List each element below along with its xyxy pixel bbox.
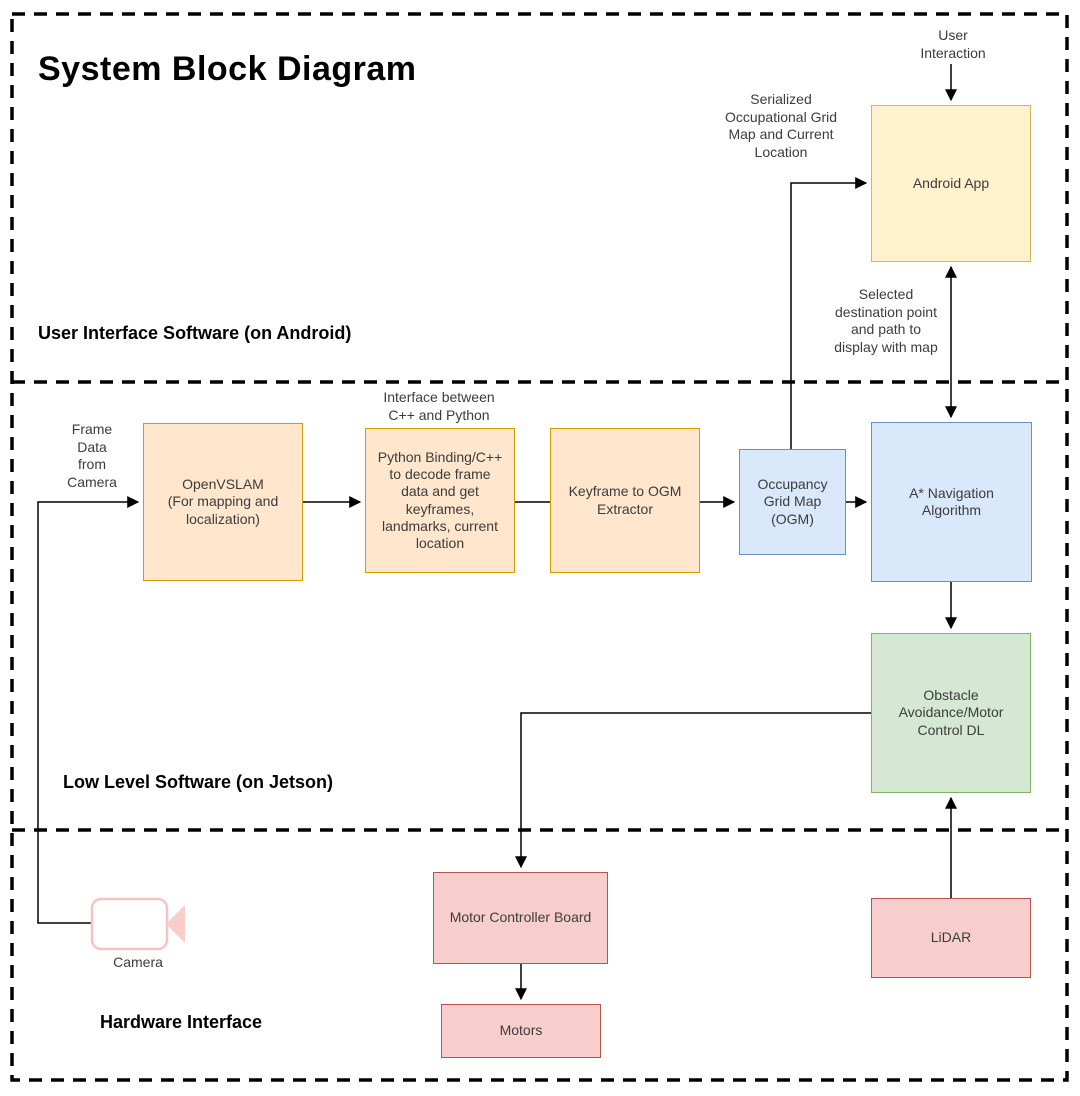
arrow-ogm-to-android-app: [790, 177, 868, 449]
block-python-binding: Python Binding/C++ to decode frame data …: [365, 428, 515, 573]
label-user-interaction: User Interaction: [920, 27, 986, 61]
block-obstacle-avoidance-motor-control: Obstacle Avoidance/Motor Control DL: [871, 633, 1031, 793]
block-astar-navigation-algorithm: A* Navigation Algorithm: [871, 422, 1032, 582]
block-keyframe-to-ogm-extractor: Keyframe to OGM Extractor: [550, 428, 700, 573]
section-label-ui-software: User Interface Software (on Android): [38, 323, 352, 343]
page-title: System Block Diagram: [38, 50, 417, 88]
label-camera: Camera: [113, 954, 163, 970]
block-openvslam: OpenVSLAM (For mapping and localization): [143, 423, 303, 581]
camera-icon: [90, 897, 185, 951]
block-motor-controller-board: Motor Controller Board: [433, 872, 608, 964]
arrow-obstacle-avoidance-to-motor-controller: [515, 712, 871, 869]
label-frame-data-from-camera: Frame Data from Camera: [67, 421, 117, 490]
block-motors: Motors: [441, 1004, 601, 1058]
label-interface-cpp-python: Interface between C++ and Python: [383, 389, 495, 423]
block-occupancy-grid-map: Occupancy Grid Map (OGM): [739, 449, 846, 555]
section-label-hardware-interface: Hardware Interface: [100, 1012, 263, 1032]
outer-dashed-border: [10, 12, 1069, 1082]
label-selected-destination: Selected destination point and path to d…: [834, 286, 938, 355]
block-lidar: LiDAR: [871, 898, 1031, 978]
arrow-camera-to-openvslam: [37, 496, 140, 924]
block-android-app: Android App: [871, 105, 1031, 262]
label-serialized-ogm: Serialized Occupational Grid Map and Cur…: [724, 91, 838, 160]
section-label-low-level-software: Low Level Software (on Jetson): [63, 772, 334, 792]
